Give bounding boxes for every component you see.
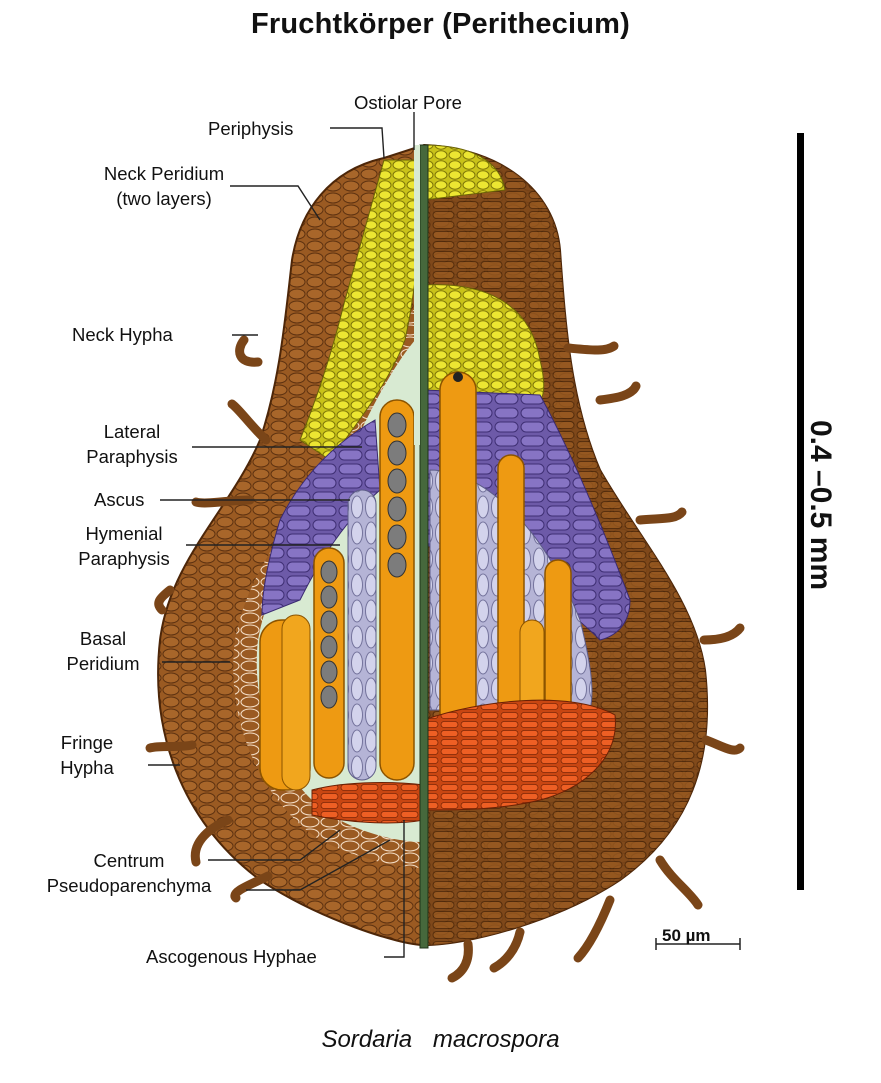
label-hymenial-paraphysis-line1: Hymenial [64, 521, 184, 546]
label-fringe-hypha-line1: Fringe [48, 730, 126, 755]
size-range-label: 0.4 –0.5 mm [803, 420, 837, 590]
label-basal-peridium-line1: Basal [54, 626, 152, 651]
species-name: Sordaria macrospora [0, 1026, 881, 1054]
label-centrum-line1: Centrum [22, 848, 236, 873]
scale-bar-label: 50 µm [662, 926, 711, 946]
label-ascus: Ascus [94, 487, 144, 512]
label-neck-hypha: Neck Hypha [72, 322, 173, 347]
label-ascogenous-hyphae: Ascogenous Hyphae [146, 944, 317, 969]
label-centrum-pseudoparenchyma: Centrum Pseudoparenchyma [22, 848, 236, 898]
label-neck-peridium-line1: Neck Peridium [78, 161, 250, 186]
label-basal-peridium-line2: Peridium [54, 651, 152, 676]
label-ostiolar-pore: Ostiolar Pore [354, 90, 462, 115]
label-lateral-paraphysis: Lateral Paraphysis [74, 419, 190, 469]
label-lateral-paraphysis-line1: Lateral [74, 419, 190, 444]
label-hymenial-paraphysis-line2: Paraphysis [64, 546, 184, 571]
label-centrum-line2: Pseudoparenchyma [22, 873, 236, 898]
label-basal-peridium: Basal Peridium [54, 626, 152, 676]
label-hymenial-paraphysis: Hymenial Paraphysis [64, 521, 184, 571]
label-periphysis: Periphysis [208, 116, 293, 141]
label-fringe-hypha: Fringe Hypha [48, 730, 126, 780]
label-neck-peridium-line2: (two layers) [78, 186, 250, 211]
label-lateral-paraphysis-line2: Paraphysis [74, 444, 190, 469]
label-neck-peridium: Neck Peridium (two layers) [78, 161, 250, 211]
label-fringe-hypha-line2: Hypha [48, 755, 126, 780]
